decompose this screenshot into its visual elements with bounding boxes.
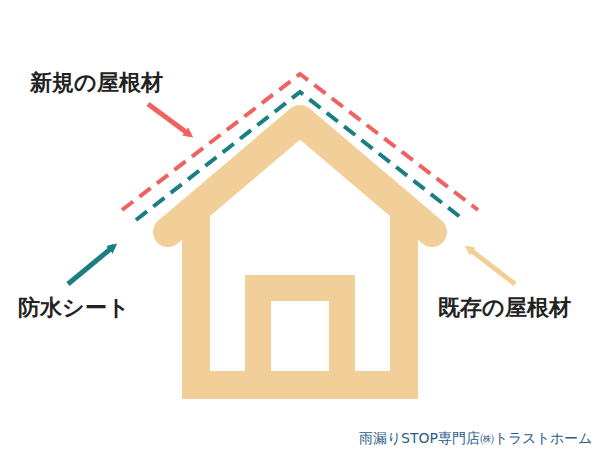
waterproof-sheet-line xyxy=(136,92,464,220)
leader-arrow xyxy=(148,104,190,135)
watermark: 雨漏りSTOP専門店㈱トラストホーム xyxy=(359,430,592,447)
callout-label: 新規の屋根材 xyxy=(30,70,163,96)
callout-label: 防水シート xyxy=(18,295,130,321)
new-roofing-line xyxy=(122,74,478,210)
leader-arrow xyxy=(68,246,114,284)
house-shape xyxy=(168,120,432,385)
callout-label: 既存の屋根材 xyxy=(438,295,571,321)
leader-arrow xyxy=(468,248,515,284)
